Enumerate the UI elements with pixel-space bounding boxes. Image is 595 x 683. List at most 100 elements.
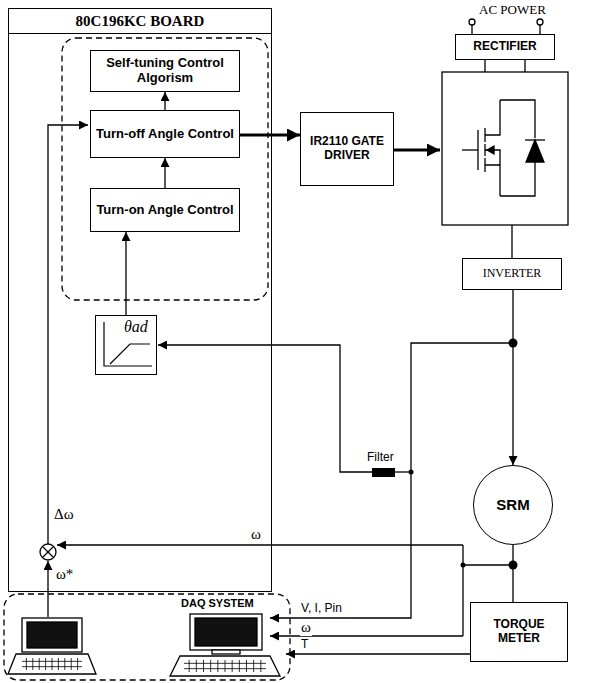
summing-junction <box>40 544 56 560</box>
switch-module <box>500 162 535 196</box>
laptop-icon <box>8 654 96 674</box>
daq-computer-icon <box>190 614 262 650</box>
keyboard-keys <box>196 660 197 672</box>
filter-label: Filter <box>366 451 395 464</box>
ac-supply <box>539 25 540 34</box>
signal-name: ω <box>250 526 262 543</box>
node-label: TORQUE METER <box>471 618 567 646</box>
dashed-control-group <box>62 38 268 300</box>
signal-connector <box>512 545 513 602</box>
speed-loop-wires <box>48 125 88 544</box>
junction-dots <box>409 470 414 475</box>
speed-loop-wires <box>270 635 463 636</box>
graph-curve <box>110 344 150 364</box>
keyboard-keys <box>32 658 33 670</box>
ac-supply <box>537 19 543 25</box>
signal-name: Δω <box>53 506 75 523</box>
dashed-control-group <box>4 594 290 680</box>
junction-dots <box>461 563 466 568</box>
daq-computer-icon <box>195 618 257 646</box>
signal-name: ω <box>300 619 312 636</box>
speed-loop-wires <box>47 561 48 617</box>
current-sense-wires <box>270 343 513 618</box>
summing-junction <box>43 547 54 558</box>
ac-supply <box>469 19 543 72</box>
signal-name: V, I, Pin <box>300 602 343 615</box>
switch-module <box>526 140 544 162</box>
signal-name: T <box>300 638 309 651</box>
power-label: AC POWER <box>478 3 547 17</box>
keyboard-keys <box>253 660 254 672</box>
node-label: RECTIFIER <box>469 40 540 54</box>
filter-block <box>372 468 395 477</box>
signal-connector <box>125 232 126 315</box>
node-board: 80C196KC BOARD Self-tuning Control Algori… <box>8 8 272 592</box>
node-label: SRM <box>492 496 533 513</box>
current-sense-wires <box>286 653 470 654</box>
node-label: Turn-off Angle Control <box>92 127 238 142</box>
daq-computer-icon <box>170 656 280 676</box>
keyboard-keys <box>26 658 27 670</box>
speed-loop-wires <box>48 125 513 636</box>
keyboard-keys <box>246 660 247 672</box>
filter-block <box>372 468 395 477</box>
node-label: Turn-on Angle Control <box>92 203 237 218</box>
gate-signal <box>386 149 440 152</box>
torque-meter-box: TORQUE METER <box>470 602 568 662</box>
laptop-icon <box>8 618 96 674</box>
speed-loop-wires <box>57 544 463 545</box>
current-sense-wires <box>158 343 513 654</box>
driver-box: IR2110 GATE DRIVER <box>300 112 394 186</box>
switch-module <box>442 72 568 258</box>
node-label: INVERTER <box>479 267 546 281</box>
keyboard-keys <box>217 660 218 672</box>
advance-angle-box: θad <box>95 315 157 375</box>
process-box: Turn-off Angle Control <box>90 110 240 158</box>
board-title: 80C196KC BOARD <box>9 9 271 34</box>
ac-supply <box>469 19 475 25</box>
keyboard-keys <box>210 660 211 672</box>
switch-module <box>462 149 478 150</box>
signal-connector <box>240 134 300 137</box>
speed-loop-wires <box>463 564 513 565</box>
switch-module <box>487 146 494 154</box>
keyboard-keys <box>22 658 266 672</box>
process-box: Self-tuning Control Algorism <box>90 50 240 92</box>
switch-module <box>525 139 545 140</box>
keyboard-keys <box>189 660 190 672</box>
switch-module <box>485 100 500 135</box>
rectifier-box: RECTIFIER <box>455 34 555 60</box>
daq-computer-icon <box>170 614 280 676</box>
node-label: IR2110 GATE DRIVER <box>301 135 393 163</box>
keyboard-keys <box>203 660 204 672</box>
switch-module <box>485 165 500 196</box>
signal-connector <box>164 158 165 188</box>
laptop-icon <box>27 622 77 648</box>
current-sense-wires <box>158 345 372 472</box>
laptop-icon <box>22 618 82 652</box>
switch-module <box>442 72 568 225</box>
switch-module <box>500 100 535 138</box>
summing-junction <box>43 547 54 558</box>
motor-circle: SRM <box>473 465 553 545</box>
ac-supply <box>524 60 525 72</box>
keyboard-keys <box>71 658 72 670</box>
signal-connector <box>512 290 513 465</box>
keyboard-keys <box>45 658 46 670</box>
speed-loop-wires <box>462 545 463 636</box>
keyboard-keys <box>225 660 226 672</box>
keyboard-keys <box>232 660 233 672</box>
signal-name: ω* <box>55 566 74 583</box>
keyboard-keys <box>52 658 53 670</box>
gate-signal <box>386 150 440 151</box>
keyboard-keys <box>58 658 59 670</box>
node-label: θad <box>120 318 152 336</box>
system-label: DAQ SYSTEM <box>180 597 255 609</box>
keyboard-keys <box>239 660 240 672</box>
node-label: Self-tuning Control Algorism <box>91 56 239 86</box>
switch-module <box>511 225 512 258</box>
keyboard-keys <box>64 658 65 670</box>
keyboard-keys <box>39 658 40 670</box>
